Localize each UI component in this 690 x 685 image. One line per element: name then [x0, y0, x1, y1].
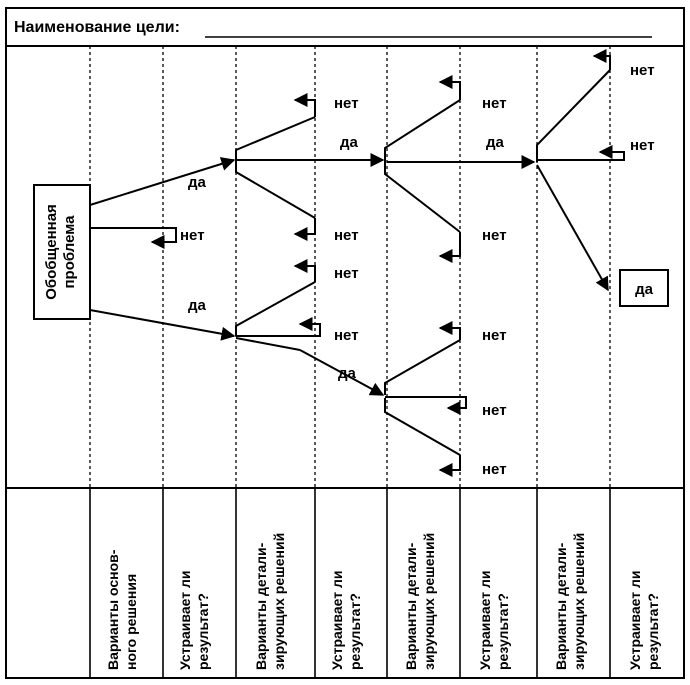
label-no-2: нет	[334, 95, 359, 112]
branch-a2	[384, 75, 536, 263]
column-header-6: Устраивает ли результат?	[477, 571, 511, 670]
goal-title: Наименование цели:	[14, 19, 180, 36]
label-yes-4: да	[338, 365, 357, 382]
column-header-2: Устраивает ли результат?	[177, 571, 211, 670]
yes-result-box: да	[619, 269, 669, 307]
label-yes-3: да	[340, 134, 359, 151]
column-header-8: Устраивает ли результат?	[627, 571, 661, 670]
arrow-problem-to-branch-b	[89, 309, 236, 341]
yes-result-label: да	[635, 281, 654, 298]
svg-text:ного решения: ного решения	[123, 574, 139, 670]
svg-text:Варианты основ-: Варианты основ-	[105, 549, 121, 670]
outer-frame	[5, 7, 685, 679]
label-no-4: нет	[334, 265, 359, 282]
arrow-problem-no-loop	[90, 227, 177, 249]
svg-text:Устраивает ли: Устраивает ли	[627, 571, 643, 670]
branch-a	[235, 93, 385, 241]
svg-text:зирующих решений: зирующих решений	[421, 533, 437, 670]
svg-text:Устраивает ли: Устраивает ли	[177, 571, 193, 670]
svg-text:результат?: результат?	[495, 593, 511, 670]
problem-box-line1: Обобщенная	[43, 204, 60, 300]
label-yes-5: да	[486, 134, 505, 151]
label-no-6: нет	[482, 95, 507, 112]
column-header-5: Варианты детали- зирующих решений	[403, 533, 437, 670]
svg-text:результат?: результат?	[347, 593, 363, 670]
column-headers: Варианты основ- ного решения Устраивает …	[105, 533, 661, 670]
svg-text:зирующих решений: зирующих решений	[571, 533, 587, 670]
svg-text:Устраивает ли: Устраивает ли	[329, 571, 345, 670]
svg-text:Варианты детали-: Варианты детали-	[403, 542, 419, 670]
label-yes-2: да	[188, 297, 207, 314]
label-no-5: нет	[334, 327, 359, 344]
svg-text:Устраивает ли: Устраивает ли	[477, 571, 493, 670]
column-header-3: Варианты детали- зирующих решений	[253, 533, 287, 670]
svg-text:Варианты детали-: Варианты детали-	[553, 542, 569, 670]
label-no-1: нет	[180, 227, 205, 244]
label-yes-1: да	[188, 174, 207, 191]
svg-text:результат?: результат?	[195, 593, 211, 670]
label-no-12: нет	[630, 137, 655, 154]
label-no-10: нет	[482, 461, 507, 478]
label-no-11: нет	[630, 62, 655, 79]
branch-b	[235, 259, 385, 396]
answer-labels: да нет да нет да нет нет нет да нет да н…	[180, 62, 655, 478]
column-header-1: Варианты основ- ного решения	[105, 549, 139, 670]
svg-text:зирующих решений: зирующих решений	[271, 533, 287, 670]
label-no-8: нет	[482, 327, 507, 344]
label-no-7: нет	[482, 227, 507, 244]
svg-text:результат?: результат?	[645, 593, 661, 670]
branch-b2	[384, 321, 467, 477]
arrow-problem-to-branch-a	[89, 157, 236, 206]
column-header-7: Варианты детали- зирующих решений	[553, 533, 587, 670]
column-header-4: Устраивает ли результат?	[329, 571, 363, 670]
problem-box: Обобщенная проблема	[33, 184, 91, 320]
label-no-9: нет	[482, 402, 507, 419]
column-dividers	[89, 488, 611, 678]
svg-text:Варианты детали-: Варианты детали-	[253, 542, 269, 670]
problem-box-line2: проблема	[61, 215, 78, 289]
label-no-3: нет	[334, 227, 359, 244]
branch-a3	[536, 49, 625, 292]
